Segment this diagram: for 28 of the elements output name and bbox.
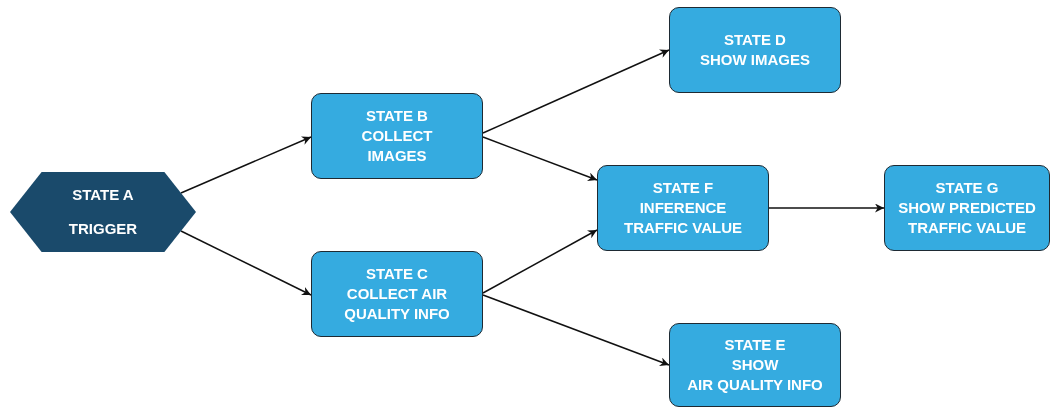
state-label: STATE E	[724, 335, 786, 355]
state-label: INFERENCE TRAFFIC VALUE	[622, 198, 743, 238]
arrow	[482, 136, 598, 182]
state-label: STATE A	[72, 185, 134, 205]
arrow	[180, 136, 312, 194]
state-box	[311, 251, 483, 337]
state-label: COLLECT AIR QUALITY INFO	[343, 284, 451, 324]
state-label: AIR QUALITY INFO	[687, 375, 823, 395]
arrow	[482, 294, 670, 367]
state-label: STATE F	[652, 178, 714, 198]
state-label: TRIGGER	[68, 219, 138, 239]
state-label: STATE D	[724, 30, 786, 50]
arrow	[768, 203, 885, 213]
state-label: STATE B	[366, 106, 428, 126]
state-label: STATE C	[366, 264, 428, 284]
state-label: SHOW PREDICTED TRAFFIC VALUE	[897, 198, 1037, 238]
state-label: COLLECT IMAGES	[360, 126, 434, 166]
arrow	[180, 230, 312, 296]
state-label: SHOW	[731, 355, 779, 375]
state-box	[597, 165, 769, 251]
state-box	[311, 93, 483, 179]
state-box	[669, 7, 841, 93]
state-box	[669, 323, 841, 407]
state-box	[884, 165, 1050, 251]
arrow	[482, 49, 670, 134]
state-label: SHOW IMAGES	[700, 50, 810, 70]
state-label: STATE G	[935, 178, 999, 198]
arrow	[482, 229, 598, 294]
